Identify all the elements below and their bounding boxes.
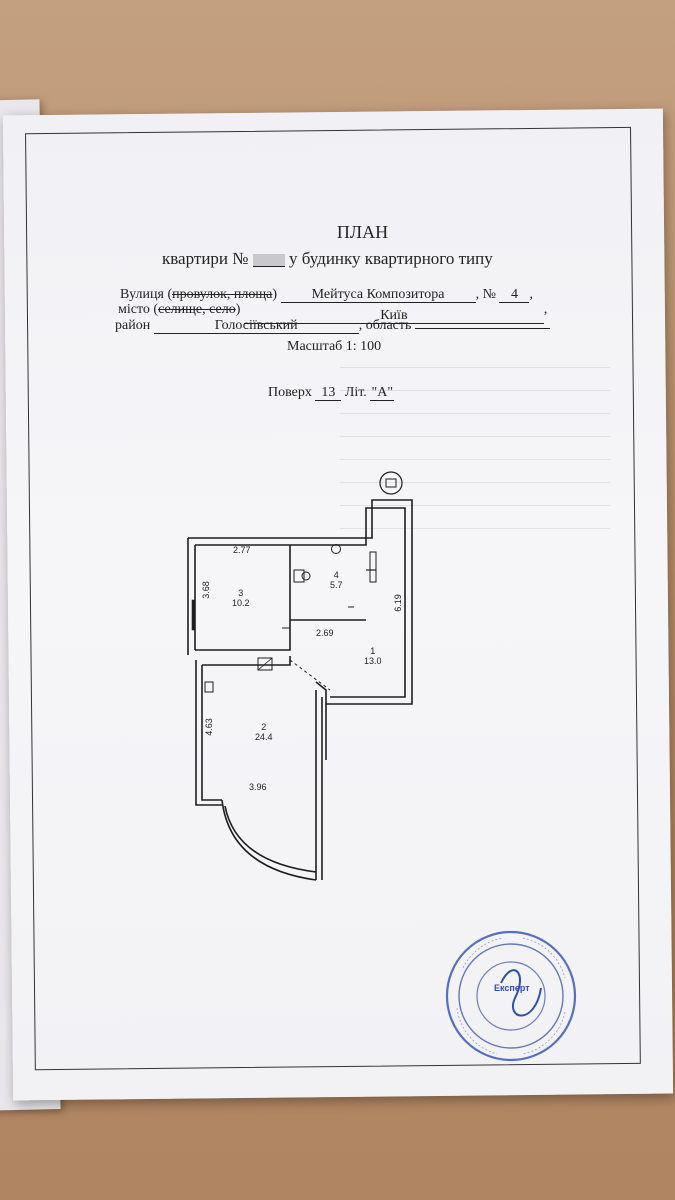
dim-room1-width: 2.69 <box>316 628 334 638</box>
room1-number: 1 <box>370 646 376 656</box>
apartment-number-redacted <box>252 253 285 267</box>
scale-text: Масштаб 1: 100 <box>287 339 382 354</box>
street-label-prefix: Вулиця ( <box>120 287 173 302</box>
city-label-prefix: місто ( <box>118 302 159 317</box>
room1-label: 1 13.0 <box>364 646 382 666</box>
district-value: Голосіївський <box>153 319 359 334</box>
floor-value: 13 <box>315 386 342 401</box>
city-label-struck: селище, село <box>158 302 236 317</box>
bleed-through-table <box>340 345 610 545</box>
apartment-line: квартири № у будинку квартирного типу <box>162 249 493 269</box>
room2-number: 2 <box>261 722 267 732</box>
house-value: 4 <box>499 288 530 303</box>
signature-stroke <box>500 969 542 1017</box>
room1-area: 13.0 <box>364 656 382 666</box>
city-label-suffix: ) <box>235 302 241 317</box>
floor-label: Поверх <box>268 385 312 400</box>
lit-label: Літ. <box>344 385 367 400</box>
district-line: район Голосіївський, область <box>115 318 550 334</box>
street-line: Вулиця (провулок, площа) Мейтуса Компози… <box>120 287 533 303</box>
dim-room1-height: 6.19 <box>392 594 403 612</box>
district-label: район <box>115 318 151 333</box>
room3-label: 3 10.2 <box>232 588 250 608</box>
city-line: місто (селище, село) Київ, <box>118 302 548 324</box>
room2-label: 2 24.4 <box>255 722 273 742</box>
dim-room2-height: 4.63 <box>203 718 214 736</box>
apartment-suffix: у будинку квартирного типу <box>288 249 493 268</box>
room3-area: 10.2 <box>232 598 250 608</box>
street-value: Мейтуса Композитора <box>280 288 476 303</box>
stamp-center-text: Експерт <box>494 983 530 993</box>
region-value <box>414 328 550 329</box>
dim-room2-width: 3.96 <box>249 782 267 792</box>
lit-value: "А" <box>370 385 395 401</box>
region-label: , область <box>358 318 412 333</box>
street-label-suffix: ) <box>272 287 278 302</box>
city-value: Київ <box>243 309 544 324</box>
room3-number: 3 <box>238 588 244 598</box>
plan-title: ПЛАН <box>336 222 389 242</box>
apartment-prefix: квартири № <box>162 249 249 268</box>
house-label: , № <box>475 287 496 302</box>
floor-line: Поверх 13 Літ. "А" <box>268 385 395 401</box>
room4-label: 4 5.7 <box>330 570 343 590</box>
dim-room3-height: 3.68 <box>200 581 211 599</box>
room4-area: 5.7 <box>330 580 343 590</box>
room2-area: 24.4 <box>255 732 273 742</box>
street-label-struck: провулок, площа <box>172 287 273 302</box>
official-stamp <box>445 930 577 1062</box>
dim-room3-width: 2.77 <box>233 545 251 555</box>
room4-number: 4 <box>333 570 339 580</box>
